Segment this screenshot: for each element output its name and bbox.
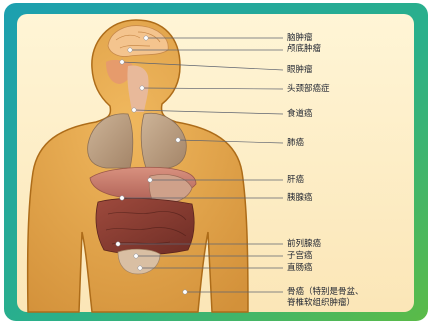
label-uterine-cancer: 子宫癌 <box>287 251 313 261</box>
label-pancreatic-cancer: 胰腺癌 <box>287 193 313 203</box>
label-head-neck-cancer: 头颈部癌症 <box>287 84 330 94</box>
label-esophageal-cancer: 食道癌 <box>287 109 313 119</box>
label-brain-tumor: 脑肿瘤 <box>287 33 313 43</box>
label-eye-tumor: 眼肿瘤 <box>287 65 313 75</box>
label-liver-cancer: 肝癌 <box>287 175 304 185</box>
label-rectal-cancer: 直肠癌 <box>287 263 313 273</box>
label-prostate-cancer: 前列腺癌 <box>287 239 321 249</box>
intestines <box>96 198 194 254</box>
label-bone-cancer-line2: 脊椎软组织肿瘤） <box>287 298 355 308</box>
label-skull-base-tumor: 颅底肿瘤 <box>287 44 321 54</box>
label-lung-cancer: 肺癌 <box>287 138 304 148</box>
label-bone-cancer-line1: 骨癌（特别是骨盆、 <box>287 287 364 297</box>
